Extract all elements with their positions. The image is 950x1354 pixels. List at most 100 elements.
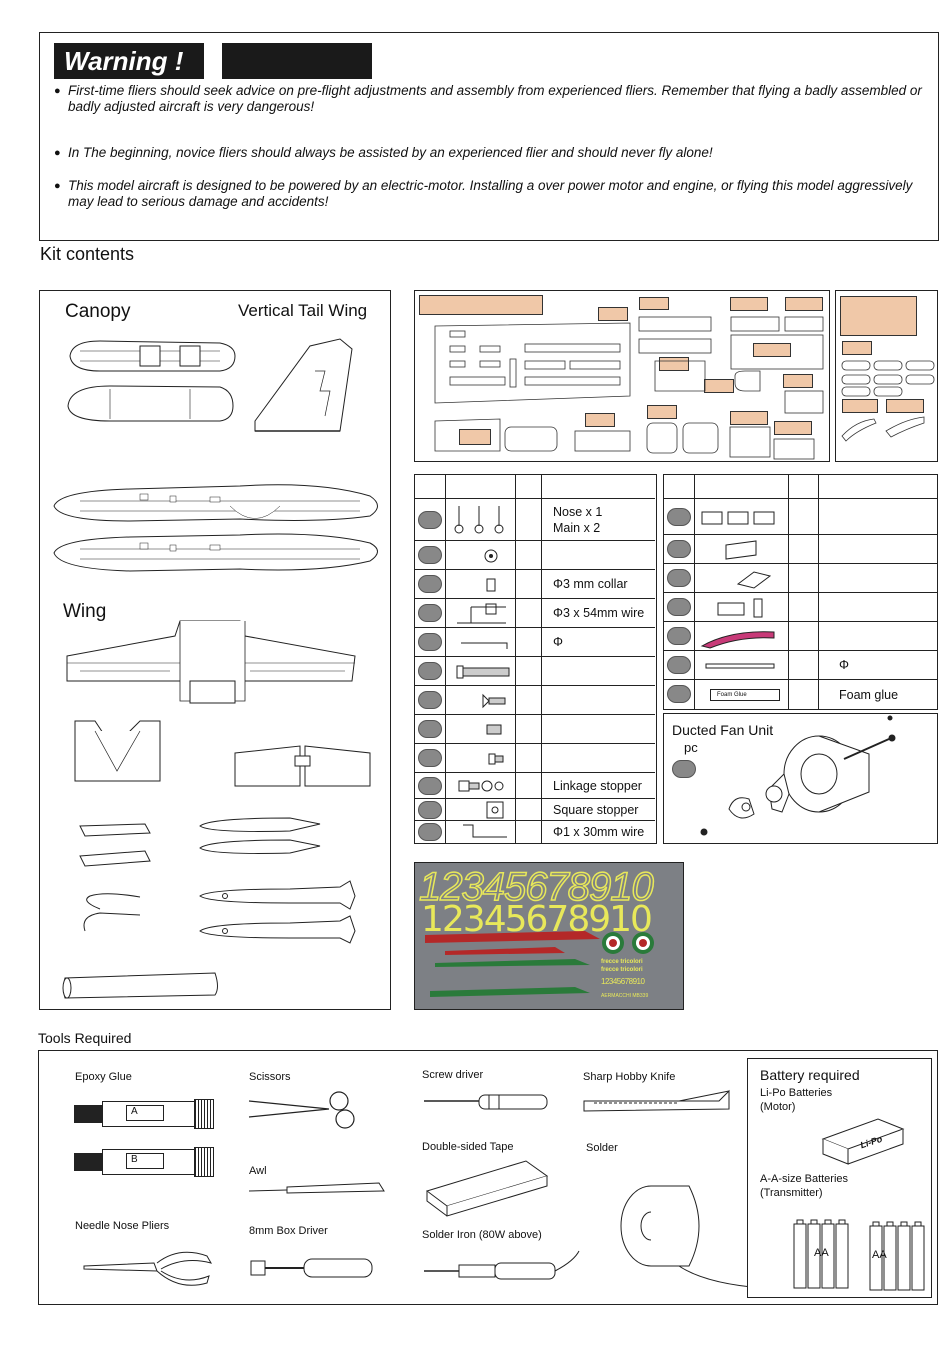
- sheet-part-peach: [886, 399, 924, 413]
- airframe-parts-panel: Canopy Vertical Tail Wing Wing: [39, 290, 391, 1010]
- part-desc: Linkage stopper: [553, 779, 642, 793]
- tool-screwdriver-label: Screw driver: [422, 1069, 484, 1081]
- epoxy-b-label: B: [126, 1153, 164, 1169]
- part-row: [415, 686, 655, 715]
- part-desc: Square stopper: [553, 803, 639, 817]
- part-row: [664, 593, 937, 622]
- parts-header-row: [664, 475, 937, 499]
- sheet-part-peach: [753, 343, 791, 357]
- needle-nose-pliers-icon: [83, 1251, 213, 1286]
- scissors-icon: [248, 1091, 355, 1129]
- part-row: [415, 744, 655, 773]
- part-bullet: [667, 540, 691, 558]
- part-row: Linkage stopper: [415, 773, 655, 799]
- tools-title: Tools Required: [38, 1030, 132, 1046]
- kit-contents-title: Kit contents: [40, 244, 135, 264]
- decal-small-text: frecce tricolori: [601, 959, 643, 965]
- part-bullet: [418, 777, 442, 795]
- motor-mount-icon: [717, 598, 763, 618]
- edf-title: Ducted Fan Unit: [672, 722, 774, 738]
- battery-title: Battery required: [760, 1067, 860, 1083]
- vertical-tail-label: Vertical Tail Wing: [238, 301, 368, 320]
- ducted-fan-icon: [700, 715, 896, 836]
- lipo-sub-label: (Motor): [760, 1101, 796, 1113]
- epoxy-a-label: A: [126, 1105, 164, 1121]
- foam-glue-tube-label: Foam Glue: [717, 692, 747, 698]
- part-bullet: [418, 633, 442, 651]
- part-desc: Foam glue: [839, 688, 899, 702]
- sheet-part-peach: [842, 341, 872, 355]
- hinge-plate-icon: [736, 571, 772, 589]
- sheet-part-peach: [659, 357, 689, 371]
- part-bullet: [418, 662, 442, 680]
- pushrod-icon: [461, 642, 508, 649]
- sheet-part-peach: [730, 297, 768, 311]
- part-bullet: [667, 508, 691, 526]
- aa-sub-label: (Transmitter): [760, 1187, 823, 1199]
- part-bullet: [418, 801, 442, 819]
- steering-arm-icon: [484, 549, 498, 563]
- hardware-table-right: Φ Foam Glue Foam glue: [663, 474, 938, 710]
- epoxy-tube-b: B: [74, 1147, 214, 1177]
- tool-iron-label: Solder Iron (80W above): [422, 1229, 542, 1241]
- part-row: [664, 499, 937, 535]
- sheet-part-peach: [704, 379, 734, 393]
- decal-small-numbers: 12345678910: [601, 977, 645, 986]
- collar-icon: [486, 578, 496, 592]
- part-bullet: [672, 760, 696, 778]
- carbon-rod-icon: [705, 663, 775, 669]
- part-bullet: [418, 749, 442, 767]
- sheet-part-peach: [598, 307, 628, 321]
- tools-panel: Epoxy Glue Scissors Screw driver Sharp H…: [38, 1050, 938, 1305]
- part-row: [415, 657, 655, 686]
- decal-numbers-outline: 12345678910: [418, 864, 654, 910]
- part-bullet: [667, 627, 691, 645]
- wing-label: Wing: [63, 601, 107, 622]
- sheet-part-peach: [639, 297, 669, 310]
- sheet-part-peach: [774, 421, 812, 435]
- aa-batteries-icon: [793, 1219, 925, 1291]
- sheet-part-peach: [785, 297, 823, 311]
- decal-sheet: 12345678910 12345678910 frecce tricolori…: [414, 862, 684, 1010]
- tool-knife-label: Sharp Hobby Knife: [583, 1071, 676, 1083]
- tool-scissors-label: Scissors: [249, 1071, 291, 1083]
- decal-stripes: [425, 931, 654, 997]
- part-row: Foam Glue Foam glue: [664, 680, 937, 709]
- part-row: Square stopper: [415, 799, 655, 821]
- part-row: Φ3 mm collar: [415, 570, 655, 599]
- warning-title: Warning !: [54, 43, 204, 79]
- bracket-icon: [725, 540, 757, 560]
- part-bullet: [667, 569, 691, 587]
- part-desc: Φ1 x 30mm wire: [553, 825, 645, 839]
- part-desc: Φ3 x 54mm wire: [553, 606, 645, 620]
- long-screw-icon: [456, 665, 510, 679]
- screw-icon: [482, 693, 506, 709]
- warning-title-bar: [222, 43, 372, 79]
- sheet-part-peach: [730, 411, 768, 425]
- canopy-label: Canopy: [65, 301, 131, 322]
- linkage-stopper-icon: [458, 780, 504, 792]
- warning-box: Warning ! First-time fliers should seek …: [39, 32, 939, 241]
- part-row: Φ: [664, 651, 937, 680]
- part-desc: Φ3 mm collar: [553, 577, 628, 591]
- sheet-part-peach: [585, 413, 615, 427]
- part-bullet: [418, 575, 442, 593]
- tool-solder-label: Solder: [586, 1142, 618, 1154]
- sheet-part-peach: [783, 374, 813, 388]
- part-row: [664, 564, 937, 593]
- part-row: [415, 541, 655, 570]
- solder-spool-icon: [620, 1185, 780, 1290]
- part-desc: Φ: [553, 635, 563, 649]
- sheet-part-peach: [842, 399, 878, 413]
- aa-label: A-A-size Batteries: [760, 1173, 849, 1185]
- warning-item-1: First-time fliers should seek advice on …: [54, 83, 934, 115]
- part-bullet: [418, 511, 442, 529]
- decal-small-brand: AERMACCHI MB339: [601, 993, 649, 999]
- part-row: [664, 535, 937, 564]
- part-bullet: [418, 720, 442, 738]
- aa-battery-label: AA: [872, 1249, 887, 1261]
- part-desc: Main x 2: [553, 521, 601, 535]
- sheet-part-peach: [459, 429, 491, 445]
- part-bullet: [667, 598, 691, 616]
- part-bullet: [418, 823, 442, 841]
